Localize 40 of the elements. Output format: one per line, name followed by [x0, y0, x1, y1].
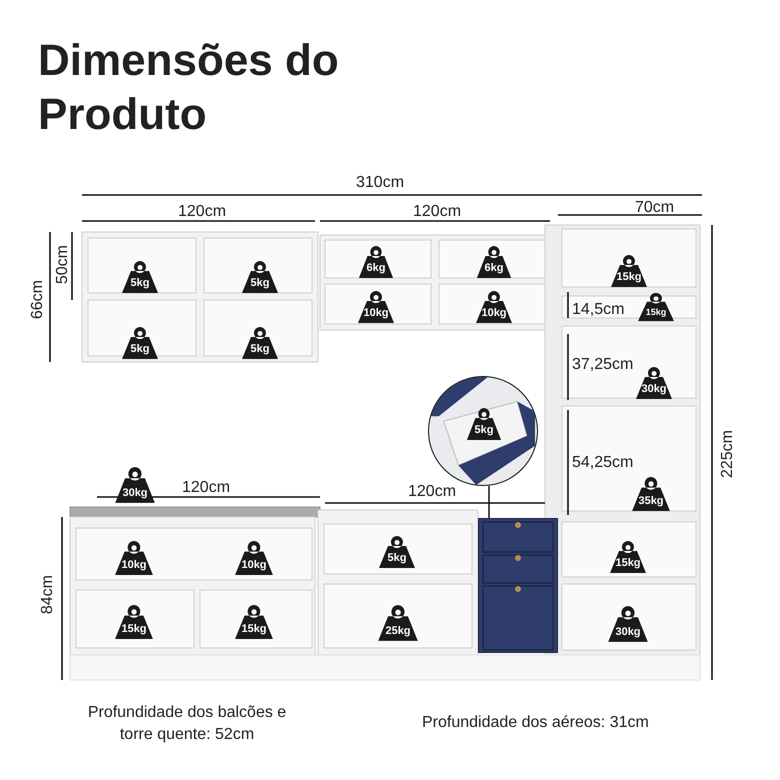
weight-badge: 10kg: [356, 290, 396, 324]
dimension-label: 14,5cm: [572, 302, 624, 318]
drawer-unit: [478, 518, 558, 653]
dimension-label: 310cm: [356, 175, 404, 191]
weight-badge: 6kg: [357, 245, 395, 279]
weight-badge: 5kg: [120, 326, 160, 360]
heading: Dimensões do Produto: [38, 35, 340, 141]
weight-badge: 15kg: [233, 604, 275, 640]
dimension-label: 66cm: [30, 280, 46, 320]
dimension-label: 84cm: [40, 575, 56, 614]
weight-badge: 30kg: [606, 605, 650, 643]
dimension-label: 70cm: [635, 200, 674, 216]
weight-badge: 5kg: [240, 326, 280, 360]
dimension-label: 120cm: [182, 480, 230, 496]
weight-badge: 25kg: [376, 604, 420, 642]
weight-badge: 10kg: [113, 540, 155, 576]
weight-badge: 30kg: [634, 366, 674, 400]
dimension-label: 54,25cm: [572, 455, 634, 471]
note: Profundidade dos aéreos: 31cm: [422, 715, 649, 731]
weight-badge: 35kg: [630, 476, 672, 512]
weight-badge: 6kg: [475, 245, 513, 279]
weight-badge: 5kg: [465, 407, 503, 441]
weight-badge: 10kg: [474, 290, 514, 324]
weight-badge: 15kg: [113, 604, 155, 640]
dimension-label: 225cm: [720, 430, 736, 478]
dimension-label: 50cm: [55, 245, 71, 284]
weight-badge: 15kg: [608, 540, 648, 574]
dimension-label: 37,25cm: [572, 357, 634, 373]
dimension-label: 120cm: [413, 204, 462, 220]
weight-badge: 5kg: [120, 260, 160, 294]
dimension-label: 120cm: [178, 204, 226, 220]
leader-line: [488, 486, 490, 518]
weight-badge: 30kg: [113, 466, 157, 504]
weight-badge: 10kg: [233, 540, 275, 576]
weight-badge: 15kg: [609, 254, 649, 288]
note: Profundidade dos balcões e torre quente: 52cm: [86, 703, 288, 745]
weight-badge: 5kg: [377, 535, 417, 569]
dimension-label: 120cm: [408, 484, 456, 500]
weight-badge: 5kg: [240, 260, 280, 294]
weight-badge: 15kg: [636, 292, 676, 322]
